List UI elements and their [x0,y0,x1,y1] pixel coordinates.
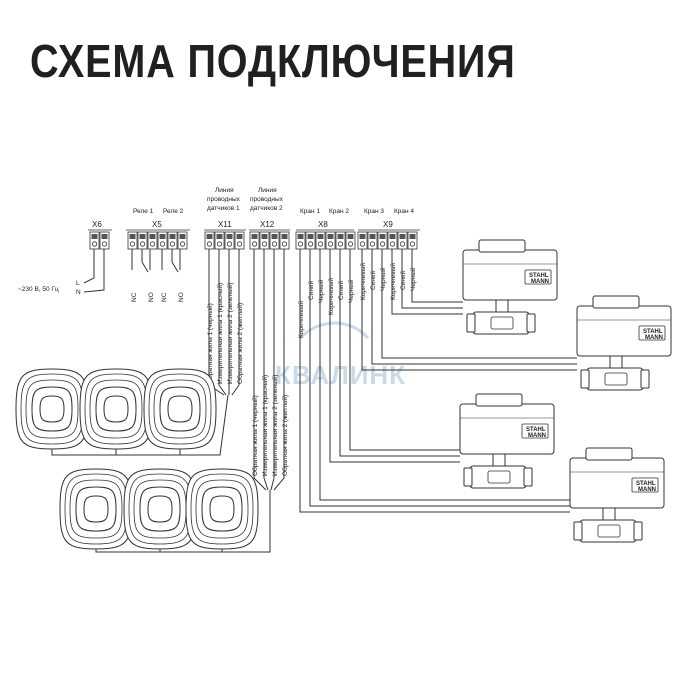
x8-valve-wires: Коричневый Синий Черный Коричневый Синий… [297,249,570,513]
relay2-nc: NC [161,292,168,302]
relay1-no: NO [148,292,155,302]
x9-label: X9 [383,220,393,229]
valve-1: STAHL MANN [462,239,558,335]
x11-line2: проводных [207,196,241,203]
x8-wire-0: Коричневый [297,301,305,338]
terminal-block-x12 [249,231,290,250]
x8-label: X8 [318,220,328,229]
x11-label: X11 [218,220,232,229]
x5-label: X5 [152,220,162,229]
svg-text:STAHL: STAHL [529,273,549,279]
x9-valve-wires: Коричневый Синий Черный Коричневый Синий… [359,249,577,371]
power-label: ~230 В, 50 Гц [18,286,59,293]
x12-label: X12 [260,220,275,229]
x11-line3: датчиков 1 [207,205,240,212]
sensor-line-2-wires: Обратная жила 1 (черный) Измерительная ж… [240,249,289,553]
s2-wire-1: Измерительная жила 1 (красный) [261,375,269,476]
terminal-block-x8 [295,231,356,250]
valve-2: STAHL MANN [576,295,672,391]
x8-wire-5: Черный [347,279,355,303]
x6-label: X6 [92,220,102,229]
sensor-group-2 [59,468,259,553]
s1-wire-1: Измерительная жила 1 (красный) [216,283,224,384]
s2-wire-2: Измерительная жила 2 (зеленый) [271,374,279,476]
x9-wire-0: Коричневый [359,263,367,300]
relay1-label: Реле 1 [133,208,154,215]
s2-wire-0: Обратная жила 1 (черный) [251,395,259,476]
x8-wire-3: Коричневый [327,278,335,315]
x8-wire-2: Черный [317,279,325,303]
svg-text:STAHL: STAHL [636,481,656,487]
relay2-label: Реле 2 [163,208,184,215]
x9-wire-1: Синий [369,270,377,290]
s1-wire-2: Измерительная жила 2 (зеленый) [226,282,234,384]
power-l-label: L [76,280,80,287]
relay-contacts: NC NO NC NO [131,249,185,302]
sensor-group-1 [15,368,217,456]
s1-wire-3: Обратная жила 2 (желтый) [236,303,244,384]
svg-text:MANN: MANN [645,335,663,341]
relay1-nc: NC [131,292,138,302]
svg-text:MANN: MANN [531,279,549,285]
x8-wire-4: Синий [337,280,345,300]
svg-text:STAHL: STAHL [526,427,546,433]
power-wiring: L N ~230 В, 50 Гц [18,249,105,296]
terminal-block-x11 [204,231,245,250]
s1-wire-0: Обратная жила 1 (черный) [206,303,214,384]
valve1-label: Кран 1 [300,208,320,215]
valve2-label: Кран 2 [329,208,349,215]
valve4-label: Кран 4 [394,208,414,215]
relay2-no: NO [178,292,185,302]
valve-3: STAHL MANN [459,393,555,489]
sensor-line-1-wires: Обратная жила 1 (черный) Измерительная ж… [200,249,244,456]
x11-line1: Линия [215,187,234,194]
power-n-label: N [76,289,81,296]
x9-wire-2: Черный [379,267,387,291]
terminal-block-x5 [127,231,188,250]
x9-wire-5: Черный [409,267,417,291]
x9-wire-4: Синий [399,270,407,290]
s2-wire-3: Обратная жила 2 (желтый) [281,395,289,476]
valve3-label: Кран 3 [364,208,384,215]
valve-4: STAHL MANN [569,447,665,543]
svg-text:MANN: MANN [638,487,656,493]
page-title: СХЕМА ПОДКЛЮЧЕНИЯ [30,35,516,87]
svg-text:STAHL: STAHL [643,329,663,335]
terminal-block-x6 [89,231,110,250]
x12-line1: Линия [258,187,277,194]
x12-line3: датчиков 2 [250,205,283,212]
terminal-block-x9 [357,231,418,250]
x9-wire-3: Коричневый [389,263,397,300]
svg-text:MANN: MANN [528,433,546,439]
x8-wire-1: Синий [307,280,315,300]
x12-line2: проводных [250,196,284,203]
